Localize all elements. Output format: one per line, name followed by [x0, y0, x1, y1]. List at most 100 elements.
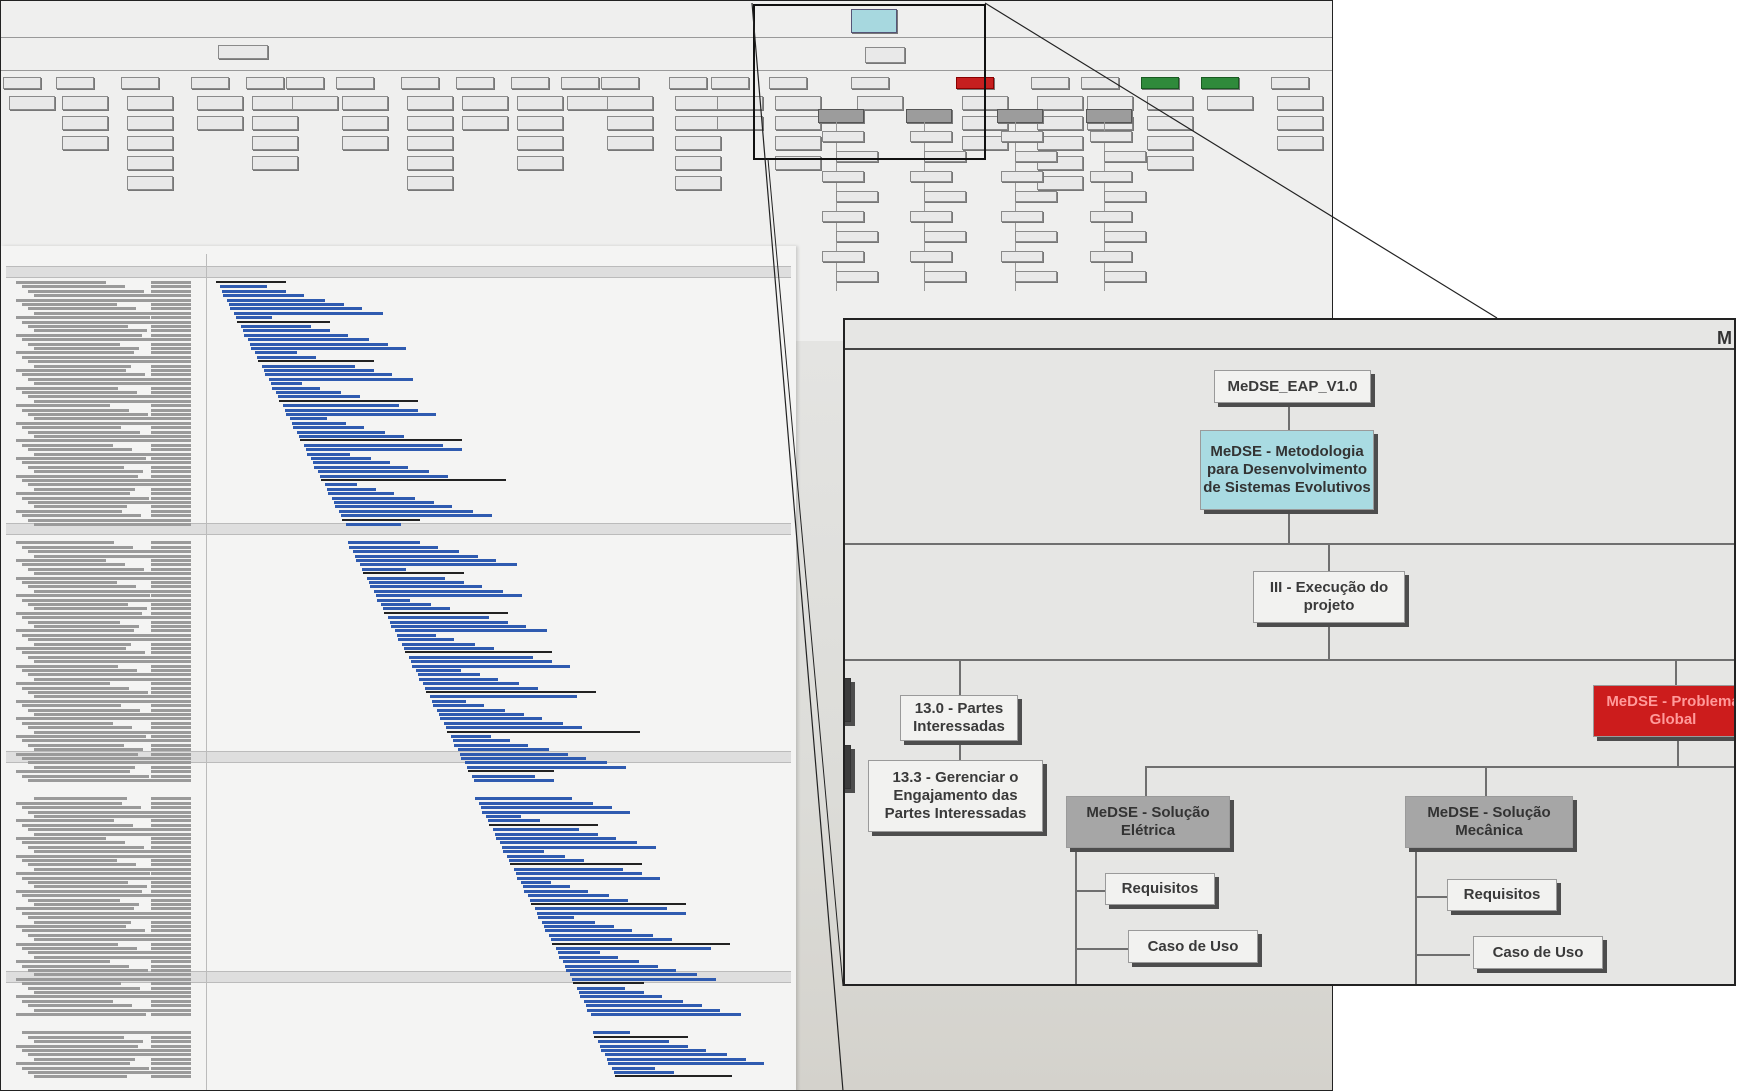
gantt-task-bar	[304, 443, 443, 447]
gantt-task-label	[28, 413, 148, 416]
stakeholder-engagement-box[interactable]: 13.3 - Gerenciar o Engajamento das Parte…	[868, 760, 1043, 832]
gantt-task-bar	[374, 589, 503, 593]
mini-box	[1104, 271, 1146, 282]
gantt-date-label	[151, 338, 191, 342]
gantt-task-label	[16, 1044, 138, 1048]
mini-box	[924, 151, 966, 162]
gantt-task-label	[34, 505, 127, 509]
mini-box	[292, 96, 338, 110]
mechanical-solution-box[interactable]: MeDSE - Solução Mecânica	[1405, 796, 1573, 848]
mini-box	[121, 77, 159, 89]
global-problem-box[interactable]: MeDSE - Problema Global	[1593, 685, 1734, 737]
gantt-task-bar	[277, 395, 360, 399]
mini-box	[924, 191, 966, 202]
corner-letter: M	[1717, 328, 1732, 348]
gantt-date-label	[151, 801, 191, 805]
gantt-date-label	[151, 642, 191, 646]
tree-connector	[1145, 766, 1147, 796]
gantt-task-label	[22, 686, 129, 690]
gantt-task-label	[34, 765, 135, 769]
tree-connector	[1415, 954, 1470, 956]
gantt-summary-bar	[615, 1075, 732, 1078]
phase-execution-box[interactable]: III - Execução do projeto	[1253, 571, 1405, 623]
gantt-task-label	[16, 298, 158, 302]
mini-box	[1001, 171, 1043, 182]
gantt-task-label	[28, 585, 136, 589]
gantt-summary-bar	[237, 320, 330, 323]
gantt-summary-bar	[342, 518, 420, 521]
gantt-task-bar	[571, 977, 716, 981]
gantt-date-label	[151, 342, 191, 346]
gantt-date-label	[151, 647, 191, 650]
tree-connector	[1485, 766, 1487, 796]
gantt-task-bar	[297, 430, 385, 434]
gantt-task-bar	[557, 951, 600, 955]
clipped-box-edge	[845, 745, 851, 789]
gantt-task-bar	[360, 563, 517, 567]
electrical-solution-box[interactable]: MeDSE - Solução Elétrica	[1066, 796, 1230, 848]
gantt-date-label	[151, 757, 191, 760]
gantt-task-bar	[559, 955, 618, 959]
gantt-date-label	[151, 320, 191, 324]
gantt-task-bar	[500, 841, 637, 845]
mini-box	[924, 231, 966, 242]
wbs-root-box[interactable]: MeDSE_EAP_V1.0	[1214, 370, 1371, 403]
gantt-task-bar	[230, 307, 362, 311]
mini-box	[1001, 131, 1043, 142]
gantt-task-bar	[241, 325, 311, 328]
mini-box	[865, 47, 905, 63]
gantt-date-label	[151, 470, 191, 474]
gantt-date-label	[151, 669, 191, 672]
gantt-date-label	[151, 973, 191, 977]
clipped-box-edge	[845, 678, 851, 722]
gantt-date-label	[151, 699, 191, 703]
gantt-task-bar	[591, 1013, 741, 1016]
gantt-summary-bar	[468, 770, 554, 773]
mechanical-requirements-box[interactable]: Requisitos	[1447, 879, 1557, 911]
mini-box	[822, 251, 864, 262]
gantt-date-label	[151, 1044, 191, 1048]
gantt-date-label	[151, 832, 191, 836]
mini-box	[675, 116, 721, 130]
gantt-task-bar	[440, 717, 542, 721]
gantt-date-label	[151, 761, 191, 765]
mini-box	[197, 116, 243, 130]
gantt-task-label	[22, 426, 121, 430]
gantt-date-label	[151, 770, 191, 774]
gantt-task-label	[34, 452, 151, 456]
gantt-task-label	[34, 1075, 127, 1079]
methodology-box[interactable]: MeDSE - Metodologia para Desenvolvimento…	[1200, 430, 1374, 510]
gantt-date-label	[151, 298, 191, 302]
mini-box	[561, 77, 599, 89]
gantt-task-bar	[388, 616, 489, 620]
gantt-task-bar	[542, 920, 595, 924]
gantt-date-label	[151, 386, 191, 390]
gantt-task-label	[22, 581, 117, 584]
mini-box	[1037, 136, 1083, 150]
gantt-poster	[1, 246, 796, 1090]
mini-box	[342, 116, 388, 130]
gantt-task-bar	[248, 338, 369, 342]
gantt-task-bar	[566, 969, 676, 972]
gantt-date-label	[151, 625, 191, 628]
tree-connector	[845, 659, 1734, 661]
gantt-date-label	[151, 730, 191, 734]
electrical-requirements-box[interactable]: Requisitos	[1105, 873, 1215, 905]
electrical-use-case-box[interactable]: Caso de Uso	[1128, 930, 1258, 963]
mini-box	[1015, 151, 1057, 162]
gantt-date-label	[151, 881, 191, 884]
gantt-task-bar	[480, 806, 612, 810]
mini-box	[1090, 251, 1132, 262]
gantt-date-label	[151, 457, 191, 460]
gantt-task-label	[28, 673, 156, 677]
stakeholders-box[interactable]: 13.0 - Partes Interessadas	[900, 695, 1018, 741]
gantt-date-label	[151, 373, 191, 377]
gantt-date-label	[151, 655, 191, 659]
mini-box	[851, 77, 889, 89]
mechanical-use-case-box[interactable]: Caso de Uso	[1473, 936, 1603, 969]
mini-box	[127, 176, 173, 190]
gantt-date-label	[151, 616, 191, 620]
gantt-summary-bar	[363, 572, 464, 575]
gantt-date-label	[151, 545, 191, 549]
gantt-task-label	[16, 474, 138, 478]
